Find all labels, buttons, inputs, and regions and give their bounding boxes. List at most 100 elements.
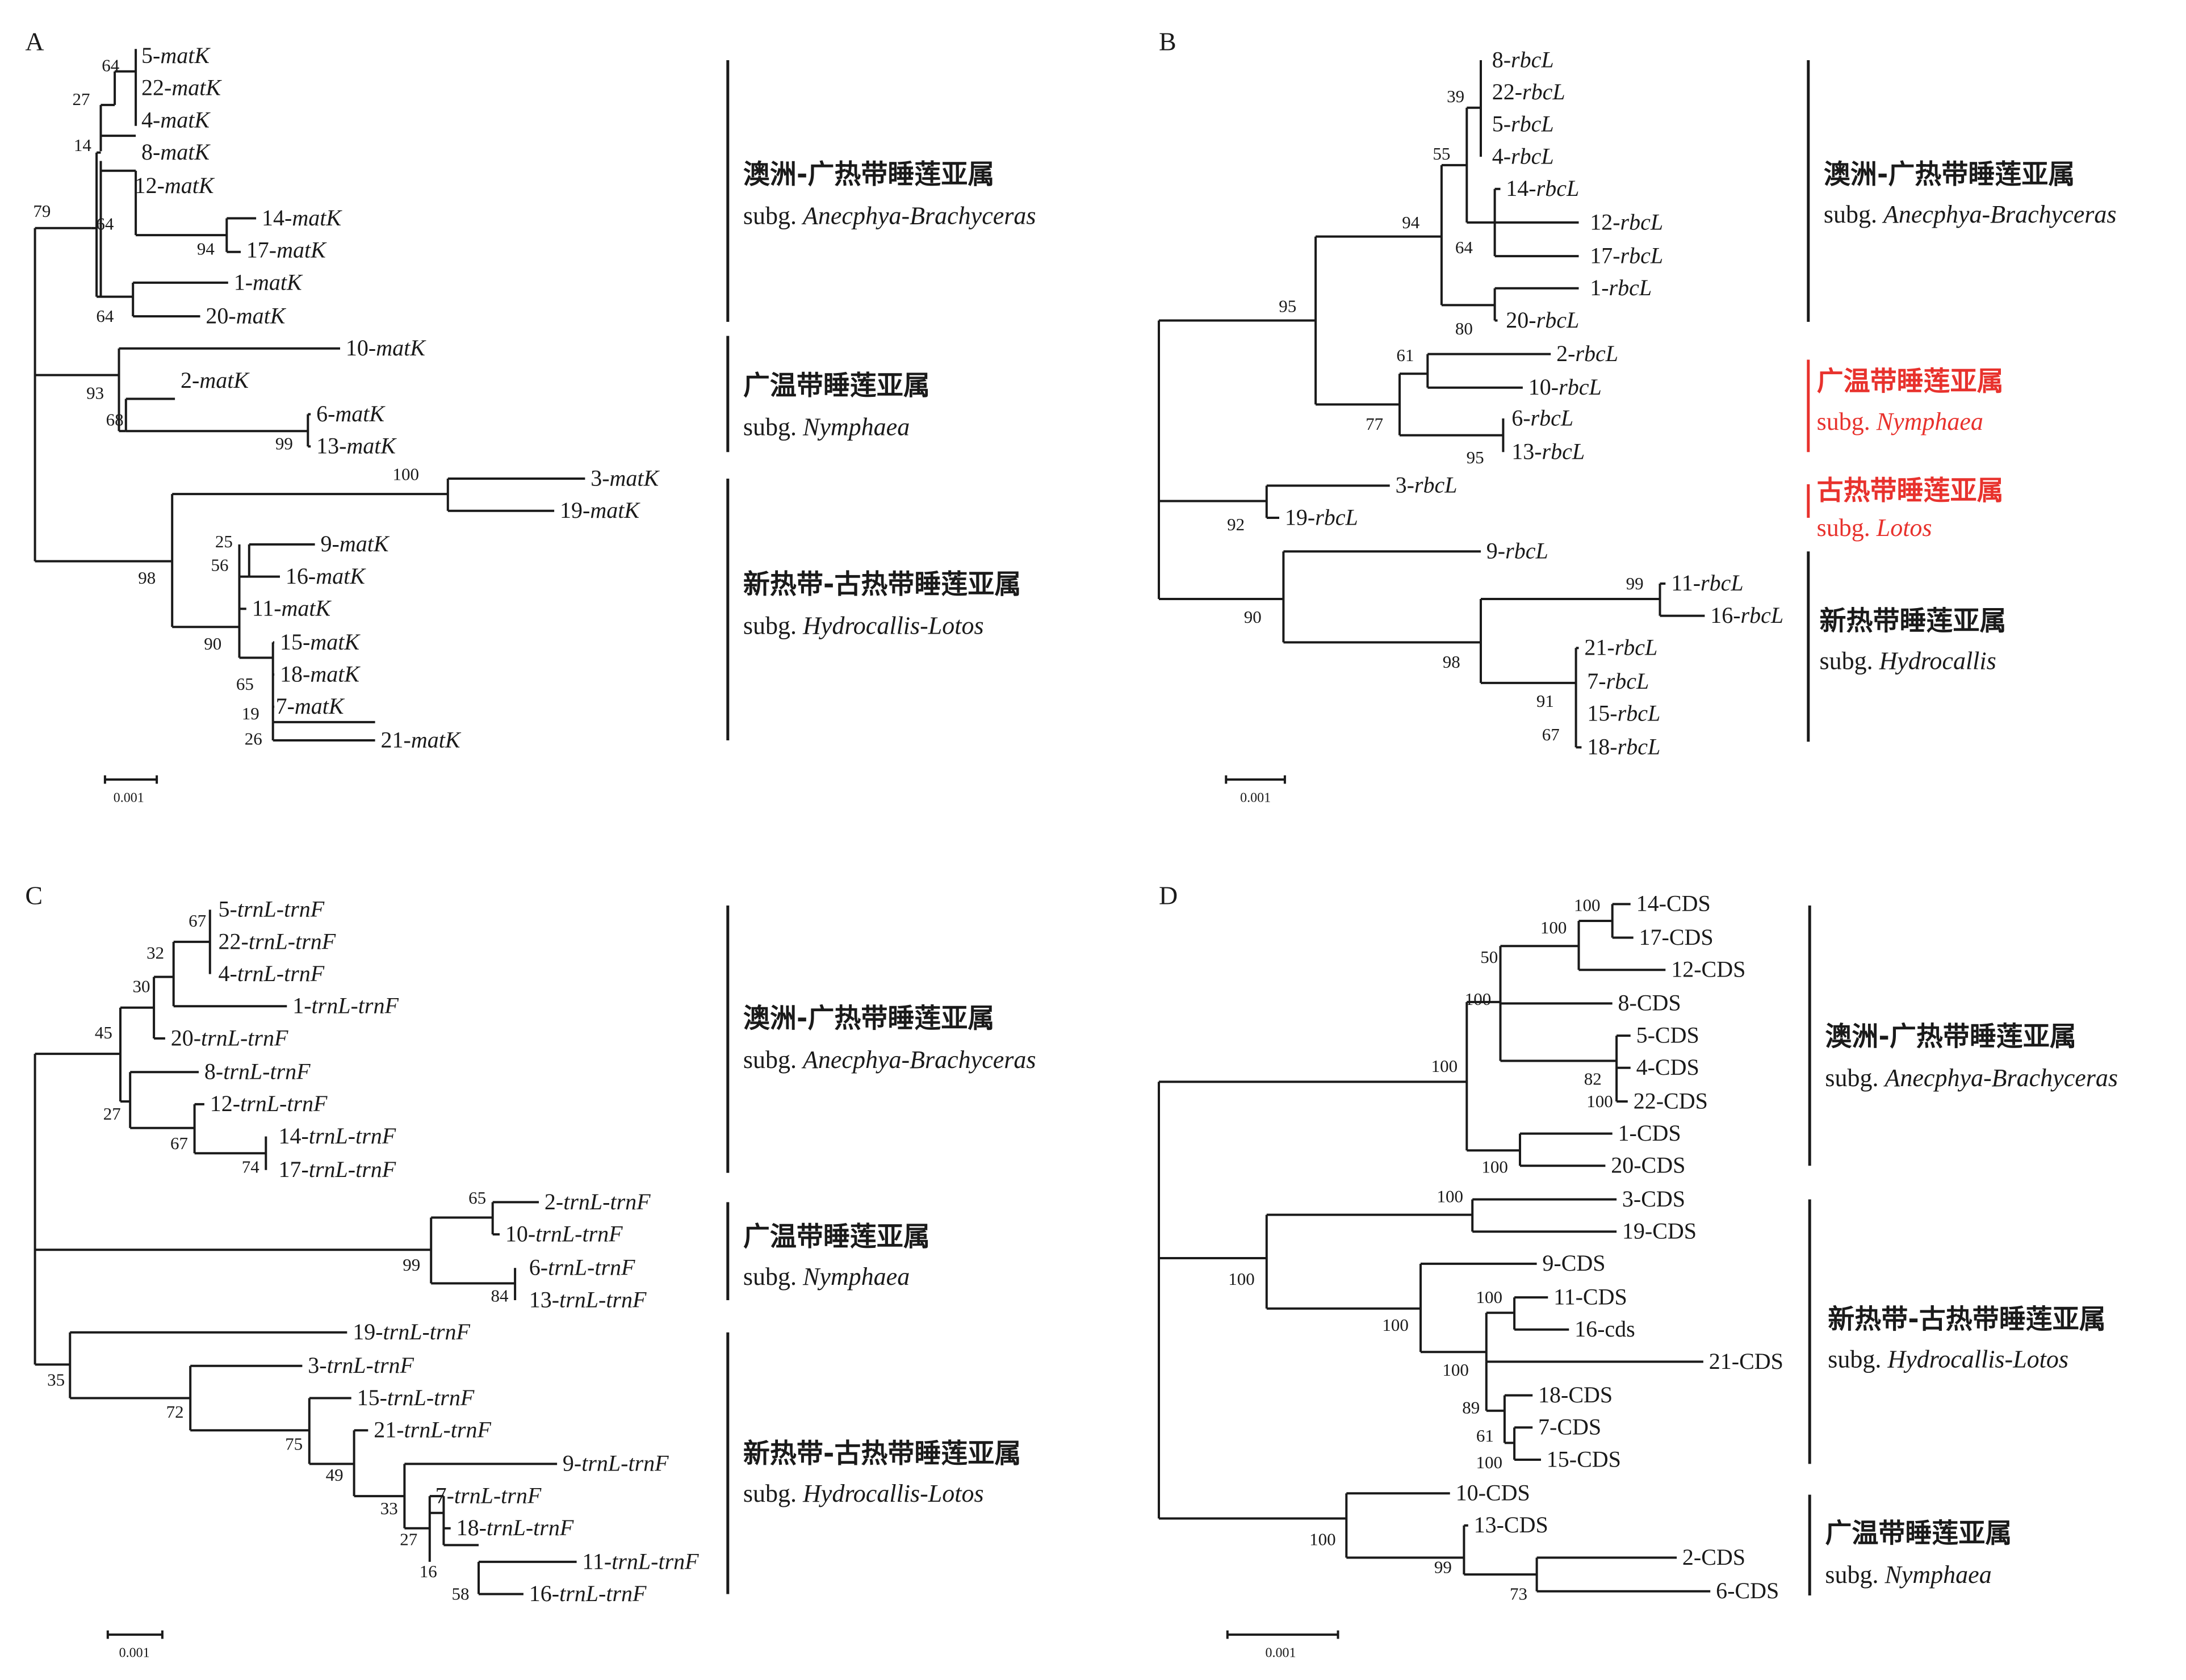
tip-label: 2-matK <box>181 367 250 393</box>
tip-gene: matK <box>310 661 361 687</box>
tip-number: 16- <box>1710 602 1740 628</box>
tree-branches <box>33 49 585 741</box>
tip-number: 5- <box>1492 111 1511 137</box>
tip-number: 8- <box>141 139 160 165</box>
tip-label: 6-trnL-trnF <box>529 1255 635 1280</box>
bootstrap-value: 100 <box>1442 1360 1469 1380</box>
tip-label: 4-rbcL <box>1492 143 1554 169</box>
bootstrap-value: 98 <box>138 568 156 588</box>
tip-label: 3-CDS <box>1622 1186 1685 1212</box>
tip-label: 8-rbcL <box>1492 47 1554 72</box>
bootstrap-value: 100 <box>1476 1287 1503 1307</box>
tip-label: 10-CDS <box>1456 1480 1530 1506</box>
tip-number: 15- <box>357 1385 387 1410</box>
bootstrap-value: 27 <box>73 89 90 109</box>
tip-number: 3- <box>308 1352 326 1378</box>
tip-gene: rbcL <box>1618 701 1661 726</box>
bootstrap-value: 94 <box>1402 212 1420 232</box>
tip-gene: matK <box>316 563 366 589</box>
clade-taxon: Nymphaea <box>1876 408 1983 435</box>
tip-label: 21-rbcL <box>1584 635 1657 660</box>
bootstrap-value: 67 <box>1542 724 1560 744</box>
bootstrap-value: 91 <box>1536 691 1554 711</box>
tip-gene: trnL-trnF <box>548 1255 635 1280</box>
tip-label: 18-CDS <box>1538 1382 1613 1407</box>
tip-gene: matK <box>310 629 361 655</box>
tip-label: 9-rbcL <box>1486 538 1548 564</box>
tip-gene: rbcL <box>1505 538 1548 564</box>
tip-number: 5- <box>219 896 237 922</box>
tip-number: 9-CDS <box>1542 1250 1605 1276</box>
tip-gene: trnL-trnF <box>327 1352 414 1378</box>
bootstrap-value: 100 <box>1540 917 1567 937</box>
clade-name-chinese: 古热带睡莲亚属 <box>1817 475 2004 506</box>
tip-number: 8- <box>1492 47 1511 72</box>
tip-label: 22-trnL-trnF <box>219 928 336 954</box>
clade-rank: subg. <box>1817 514 1877 542</box>
tip-label: 21-CDS <box>1709 1348 1783 1374</box>
tip-gene: trnL-trnF <box>563 1189 651 1214</box>
tip-label: 6-CDS <box>1716 1578 1779 1603</box>
tip-label: 14-trnL-trnF <box>279 1123 396 1149</box>
clade-name-chinese: 广温带睡莲亚属 <box>1817 366 2004 397</box>
bootstrap-value: 30 <box>133 977 150 996</box>
tip-gene: rbcL <box>1536 175 1580 201</box>
tip-label: 5-matK <box>141 43 211 68</box>
bootstrap-value: 100 <box>393 464 420 484</box>
clade-name-latin: subg. Nymphaea <box>743 1263 910 1291</box>
clade-rank: subg. <box>1817 408 1877 435</box>
clade-name-latin: subg. Anecphya-Brachyceras <box>1825 1064 2118 1092</box>
tip-gene: matK <box>411 727 462 752</box>
tip-number: 14- <box>262 205 292 231</box>
scale-bar: 0.001 <box>1225 775 1286 805</box>
tip-number: 2-CDS <box>1682 1544 1745 1570</box>
tip-number: 5-CDS <box>1636 1022 1699 1048</box>
tip-label: 11-trnL-trnF <box>582 1548 699 1574</box>
tip-gene: rbcL <box>1701 570 1744 596</box>
tip-label: 12-matK <box>135 173 215 198</box>
clade-name-latin: subg. Hydrocallis-Lotos <box>1828 1345 2068 1373</box>
bootstrap-value: 94 <box>197 239 215 259</box>
tip-label: 8-CDS <box>1618 990 1681 1016</box>
tip-number: 10- <box>1528 374 1559 400</box>
tip-number: 18- <box>280 661 310 687</box>
clade-name-latin: subg. Nymphaea <box>743 413 910 441</box>
tip-gene: trnL-trnF <box>387 1385 475 1410</box>
bootstrap-value: 64 <box>1455 237 1473 257</box>
clade-rank: subg. <box>1828 1345 1887 1373</box>
tip-number: 18-CDS <box>1538 1382 1613 1407</box>
tip-number: 7- <box>435 1482 454 1508</box>
tip-gene: trnL-trnF <box>312 993 399 1019</box>
tip-gene: trnL-trnF <box>404 1417 492 1443</box>
bootstrap-value: 99 <box>403 1255 420 1275</box>
bootstrap-value: 90 <box>1244 607 1262 627</box>
tip-gene: rbcL <box>1575 341 1618 366</box>
bootstrap-value: 64 <box>102 56 120 76</box>
clade-name-latin: subg. Hydrocallis-Lotos <box>743 1480 984 1507</box>
tip-gene: rbcL <box>1536 307 1580 333</box>
tip-label: 1-CDS <box>1618 1120 1681 1146</box>
tip-label: 7-matK <box>276 693 345 719</box>
clade-name-latin: subg. Anecphya-Brachyceras <box>743 1046 1036 1074</box>
tip-gene: rbcL <box>1511 143 1554 169</box>
bootstrap-value: 64 <box>96 306 114 326</box>
bootstrap-value: 50 <box>1480 947 1498 967</box>
tip-gene: matK <box>277 237 327 263</box>
tip-label: 5-trnL-trnF <box>219 896 325 922</box>
tip-number: 8- <box>204 1059 223 1084</box>
tip-number: 6-CDS <box>1716 1578 1779 1603</box>
tip-number: 3- <box>591 465 609 491</box>
tip-number: 8-CDS <box>1618 990 1681 1016</box>
tip-number: 22-CDS <box>1634 1088 1708 1113</box>
tip-label: 8-trnL-trnF <box>204 1059 311 1084</box>
panel-letter: D <box>1159 881 1178 910</box>
bootstrap-value: 72 <box>166 1402 184 1422</box>
tip-label: 7-trnL-trnF <box>435 1482 542 1508</box>
tip-gene: matK <box>376 335 426 361</box>
tip-label: 20-rbcL <box>1506 307 1579 333</box>
clade-taxon: Hydrocallis-Lotos <box>802 612 984 640</box>
